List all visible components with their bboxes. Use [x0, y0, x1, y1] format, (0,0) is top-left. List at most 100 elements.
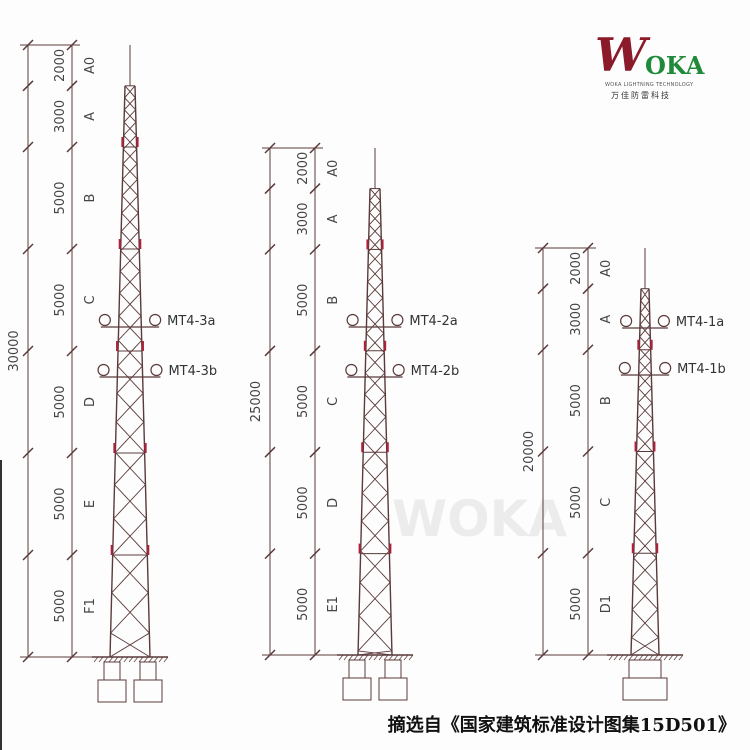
cross-brace — [363, 416, 387, 442]
dimension-tick — [22, 345, 34, 357]
dimension-tick — [22, 141, 34, 153]
segment-label: B — [83, 194, 98, 203]
cross-brace — [117, 315, 142, 341]
dimension-tick — [66, 345, 78, 357]
cross-brace — [368, 224, 382, 239]
ground-hatch — [118, 656, 124, 663]
cross-brace — [119, 250, 140, 272]
platform-label: MT4-3b — [168, 364, 217, 379]
cross-brace — [359, 550, 390, 583]
dimension-tick — [66, 80, 78, 92]
dimension-tick — [66, 651, 78, 663]
tower-leg-left — [109, 85, 126, 658]
logo-text: OKA — [645, 51, 705, 80]
cross-brace — [365, 314, 384, 334]
dimension-tick — [309, 548, 321, 560]
cross-brace — [366, 297, 384, 316]
cross-brace — [118, 292, 141, 317]
lightning-light-icon — [150, 363, 163, 377]
dimension-tick — [537, 283, 549, 295]
foundation-pier — [348, 659, 366, 679]
cross-brace — [639, 324, 651, 337]
dimension-tick — [582, 242, 594, 254]
logo-mark: W — [595, 28, 647, 82]
segment-label: D — [326, 498, 341, 508]
ground-hatch — [93, 656, 99, 663]
ground-hatch — [658, 654, 664, 661]
lightning-light-icon — [97, 363, 110, 377]
ground-hatch — [628, 654, 634, 661]
segment-height-label: 5000 — [569, 384, 584, 417]
cross-brace — [360, 550, 391, 583]
cross-brace — [114, 452, 145, 485]
cross-brace — [117, 340, 143, 367]
segment-label: C — [599, 498, 614, 507]
dimension-tick — [22, 447, 34, 459]
cross-brace — [117, 365, 144, 394]
dimension-tick — [264, 649, 276, 661]
cross-brace — [120, 212, 139, 232]
cross-brace — [123, 109, 136, 123]
ground-hatch — [618, 654, 624, 661]
cross-brace — [357, 615, 392, 652]
cross-brace — [638, 360, 652, 375]
ground-hatch — [338, 654, 344, 661]
cross-brace — [115, 421, 145, 453]
lightning-light-icon — [98, 313, 111, 327]
cross-brace — [631, 609, 659, 638]
dimension-tick — [309, 142, 321, 154]
cross-brace — [361, 465, 388, 494]
segment-label: C — [326, 397, 341, 406]
segment-height-label: 5000 — [296, 486, 311, 519]
segment-label: D1 — [599, 595, 614, 613]
cross-brace — [116, 392, 145, 423]
cross-brace — [110, 592, 149, 634]
cross-brace — [369, 188, 381, 201]
dimension-tick — [309, 649, 321, 661]
cross-brace — [631, 609, 659, 638]
total-height-label: 30000 — [7, 330, 22, 371]
ground-hatch — [158, 656, 164, 663]
cross-brace — [639, 336, 651, 350]
dimension-tick — [22, 651, 34, 663]
ground-hatch — [383, 654, 389, 661]
cross-brace — [118, 315, 143, 341]
segment-height-label: 3000 — [296, 202, 311, 235]
foundation-pier — [103, 661, 121, 681]
cross-brace — [633, 534, 657, 559]
ground-hatch — [143, 656, 149, 663]
lightning-light-icon — [392, 363, 405, 377]
tower-leg-right — [134, 85, 151, 658]
ground-hatch — [348, 654, 354, 661]
cross-brace — [361, 492, 389, 522]
dimension-tick — [22, 549, 34, 561]
segment-height-label: 5000 — [53, 385, 68, 418]
cross-brace — [115, 421, 145, 453]
segment-height-label: 5000 — [296, 588, 311, 621]
cross-brace — [358, 582, 391, 617]
segment-label: A — [326, 214, 341, 223]
ground-hatch — [648, 654, 654, 661]
platform-label: MT4-2b — [411, 364, 460, 379]
segment-height-label: 5000 — [53, 487, 68, 520]
cross-brace — [112, 518, 147, 555]
cross-brace — [367, 251, 382, 267]
platform-label: MT4-1a — [676, 315, 724, 330]
cross-brace — [636, 434, 654, 454]
ground-hatch — [663, 654, 669, 661]
ground-hatch — [123, 656, 129, 663]
dimension-tick — [264, 243, 276, 255]
cross-brace — [363, 393, 386, 418]
segment-label: B — [326, 296, 341, 305]
dimension-tick — [582, 649, 594, 661]
dimension-tick — [66, 141, 78, 153]
logo-chinese-name: 万佳防雷科技 — [611, 91, 671, 100]
cross-brace — [123, 121, 137, 136]
dimension-tick — [66, 447, 78, 459]
ground-hatch — [668, 654, 674, 661]
segment-label: A0 — [326, 160, 341, 177]
